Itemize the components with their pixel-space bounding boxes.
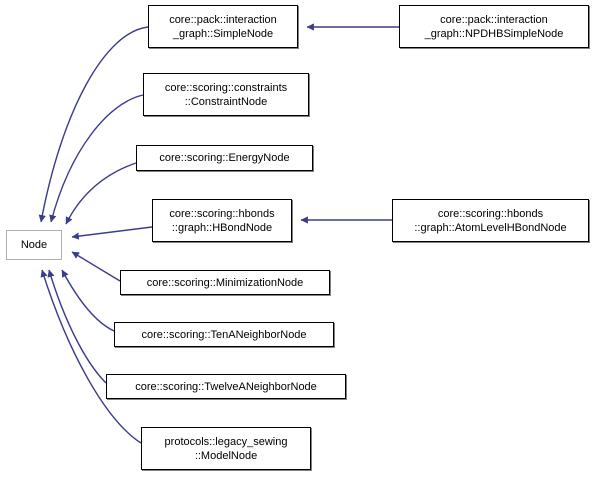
edge-twelve-a-neighbor-node-to-node: [47, 269, 107, 384]
node-label-model-node: protocols::legacy_sewing ::ModelNode: [164, 435, 288, 462]
edge-minimization-node-to-node: [71, 251, 121, 282]
node-box-energy-node[interactable]: core::scoring::EnergyNode: [136, 145, 313, 171]
node-label-minimization-node: core::scoring::MinimizationNode: [146, 276, 304, 289]
node-label-npdhb-simple-node: core::pack::interaction _graph::NPDHBSim…: [424, 13, 564, 40]
node-box-ten-a-neighbor-node[interactable]: core::scoring::TenANeighborNode: [114, 322, 334, 347]
node-label-ten-a-neighbor-node: core::scoring::TenANeighborNode: [141, 328, 307, 341]
edge-simple-node-to-node: [38, 26, 149, 223]
node-label-twelve-a-neighbor-node: core::scoring::TwelveANeighborNode: [135, 380, 317, 393]
edge-hbond-node-to-node: [71, 226, 153, 240]
node-box-minimization-node[interactable]: core::scoring::MinimizationNode: [120, 270, 330, 295]
node-label-node: Node: [20, 239, 48, 251]
node-box-npdhb-simple-node[interactable]: core::pack::interaction _graph::NPDHBSim…: [399, 5, 589, 48]
node-label-energy-node: core::scoring::EnergyNode: [159, 152, 290, 164]
node-box-twelve-a-neighbor-node[interactable]: core::scoring::TwelveANeighborNode: [106, 374, 346, 399]
edge-energy-node-to-node: [65, 162, 137, 225]
node-label-simple-node: core::pack::interaction _graph::SimpleNo…: [169, 13, 277, 40]
node-box-hbond-node[interactable]: core::scoring::hbonds ::graph::HBondNode: [152, 199, 292, 242]
node-box-atom-level-hbond-node[interactable]: core::scoring::hbonds ::graph::AtomLevel…: [392, 199, 589, 242]
edge-model-node-to-node: [40, 269, 142, 444]
node-box-node[interactable]: Node: [6, 230, 62, 260]
node-box-simple-node[interactable]: core::pack::interaction _graph::SimpleNo…: [148, 5, 298, 48]
node-label-atom-level-hbond-node: core::scoring::hbonds ::graph::AtomLevel…: [414, 207, 567, 234]
node-box-constraint-node[interactable]: core::scoring::constraints ::ConstraintN…: [143, 73, 309, 116]
edge-constraint-node-to-node: [49, 94, 144, 223]
edge-ten-a-neighbor-node-to-node: [61, 269, 115, 332]
node-label-constraint-node: core::scoring::constraints ::ConstraintN…: [164, 81, 288, 108]
node-label-hbond-node: core::scoring::hbonds ::graph::HBondNode: [169, 207, 275, 234]
node-box-model-node[interactable]: protocols::legacy_sewing ::ModelNode: [141, 427, 311, 470]
